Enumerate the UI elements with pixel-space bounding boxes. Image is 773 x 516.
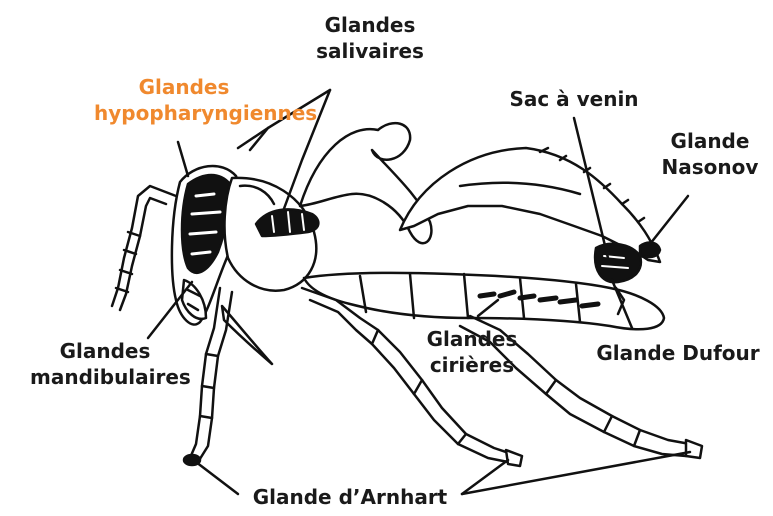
pointer-arnhart-3 bbox=[462, 452, 690, 494]
label-glande-dufour: Glande Dufour bbox=[590, 340, 766, 366]
label-cirieres-line1: Glandes bbox=[422, 326, 522, 352]
label-hypopharyngiennes-line2: hypopharyngiennes bbox=[94, 100, 274, 126]
label-glandes-cirieres: Glandes cirières bbox=[422, 326, 522, 378]
label-hypopharyngiennes-line1: Glandes bbox=[94, 74, 274, 100]
label-cirieres-line2: cirières bbox=[422, 352, 522, 378]
label-mandibulaires-line1: Glandes bbox=[30, 338, 180, 364]
label-nasonov-line2: Nasonov bbox=[660, 154, 760, 180]
label-arnhart-line1: Glande d’Arnhart bbox=[238, 484, 462, 510]
label-salivaires-line1: Glandes bbox=[302, 12, 438, 38]
label-salivaires-line2: salivaires bbox=[302, 38, 438, 64]
label-mandibulaires-line2: mandibulaires bbox=[30, 364, 180, 390]
antenna bbox=[112, 186, 176, 310]
pointer-nasonov bbox=[650, 196, 688, 244]
pointer-hypopharyngiennes bbox=[178, 142, 188, 176]
label-glande-nasonov: Glande Nasonov bbox=[660, 128, 760, 180]
label-glandes-salivaires: Glandes salivaires bbox=[302, 12, 438, 64]
label-glandes-mandibulaires: Glandes mandibulaires bbox=[30, 338, 180, 390]
label-sac-venin-line1: Sac à venin bbox=[504, 86, 644, 112]
label-nasonov-line1: Glande bbox=[660, 128, 760, 154]
label-glandes-hypopharyngiennes: Glandes hypopharyngiennes bbox=[94, 74, 274, 126]
pointer-arnhart-1 bbox=[196, 462, 238, 494]
label-sac-a-venin: Sac à venin bbox=[504, 86, 644, 112]
wings bbox=[300, 123, 660, 262]
label-dufour-line1: Glande Dufour bbox=[590, 340, 766, 366]
label-glande-arnhart: Glande d’Arnhart bbox=[238, 484, 462, 510]
